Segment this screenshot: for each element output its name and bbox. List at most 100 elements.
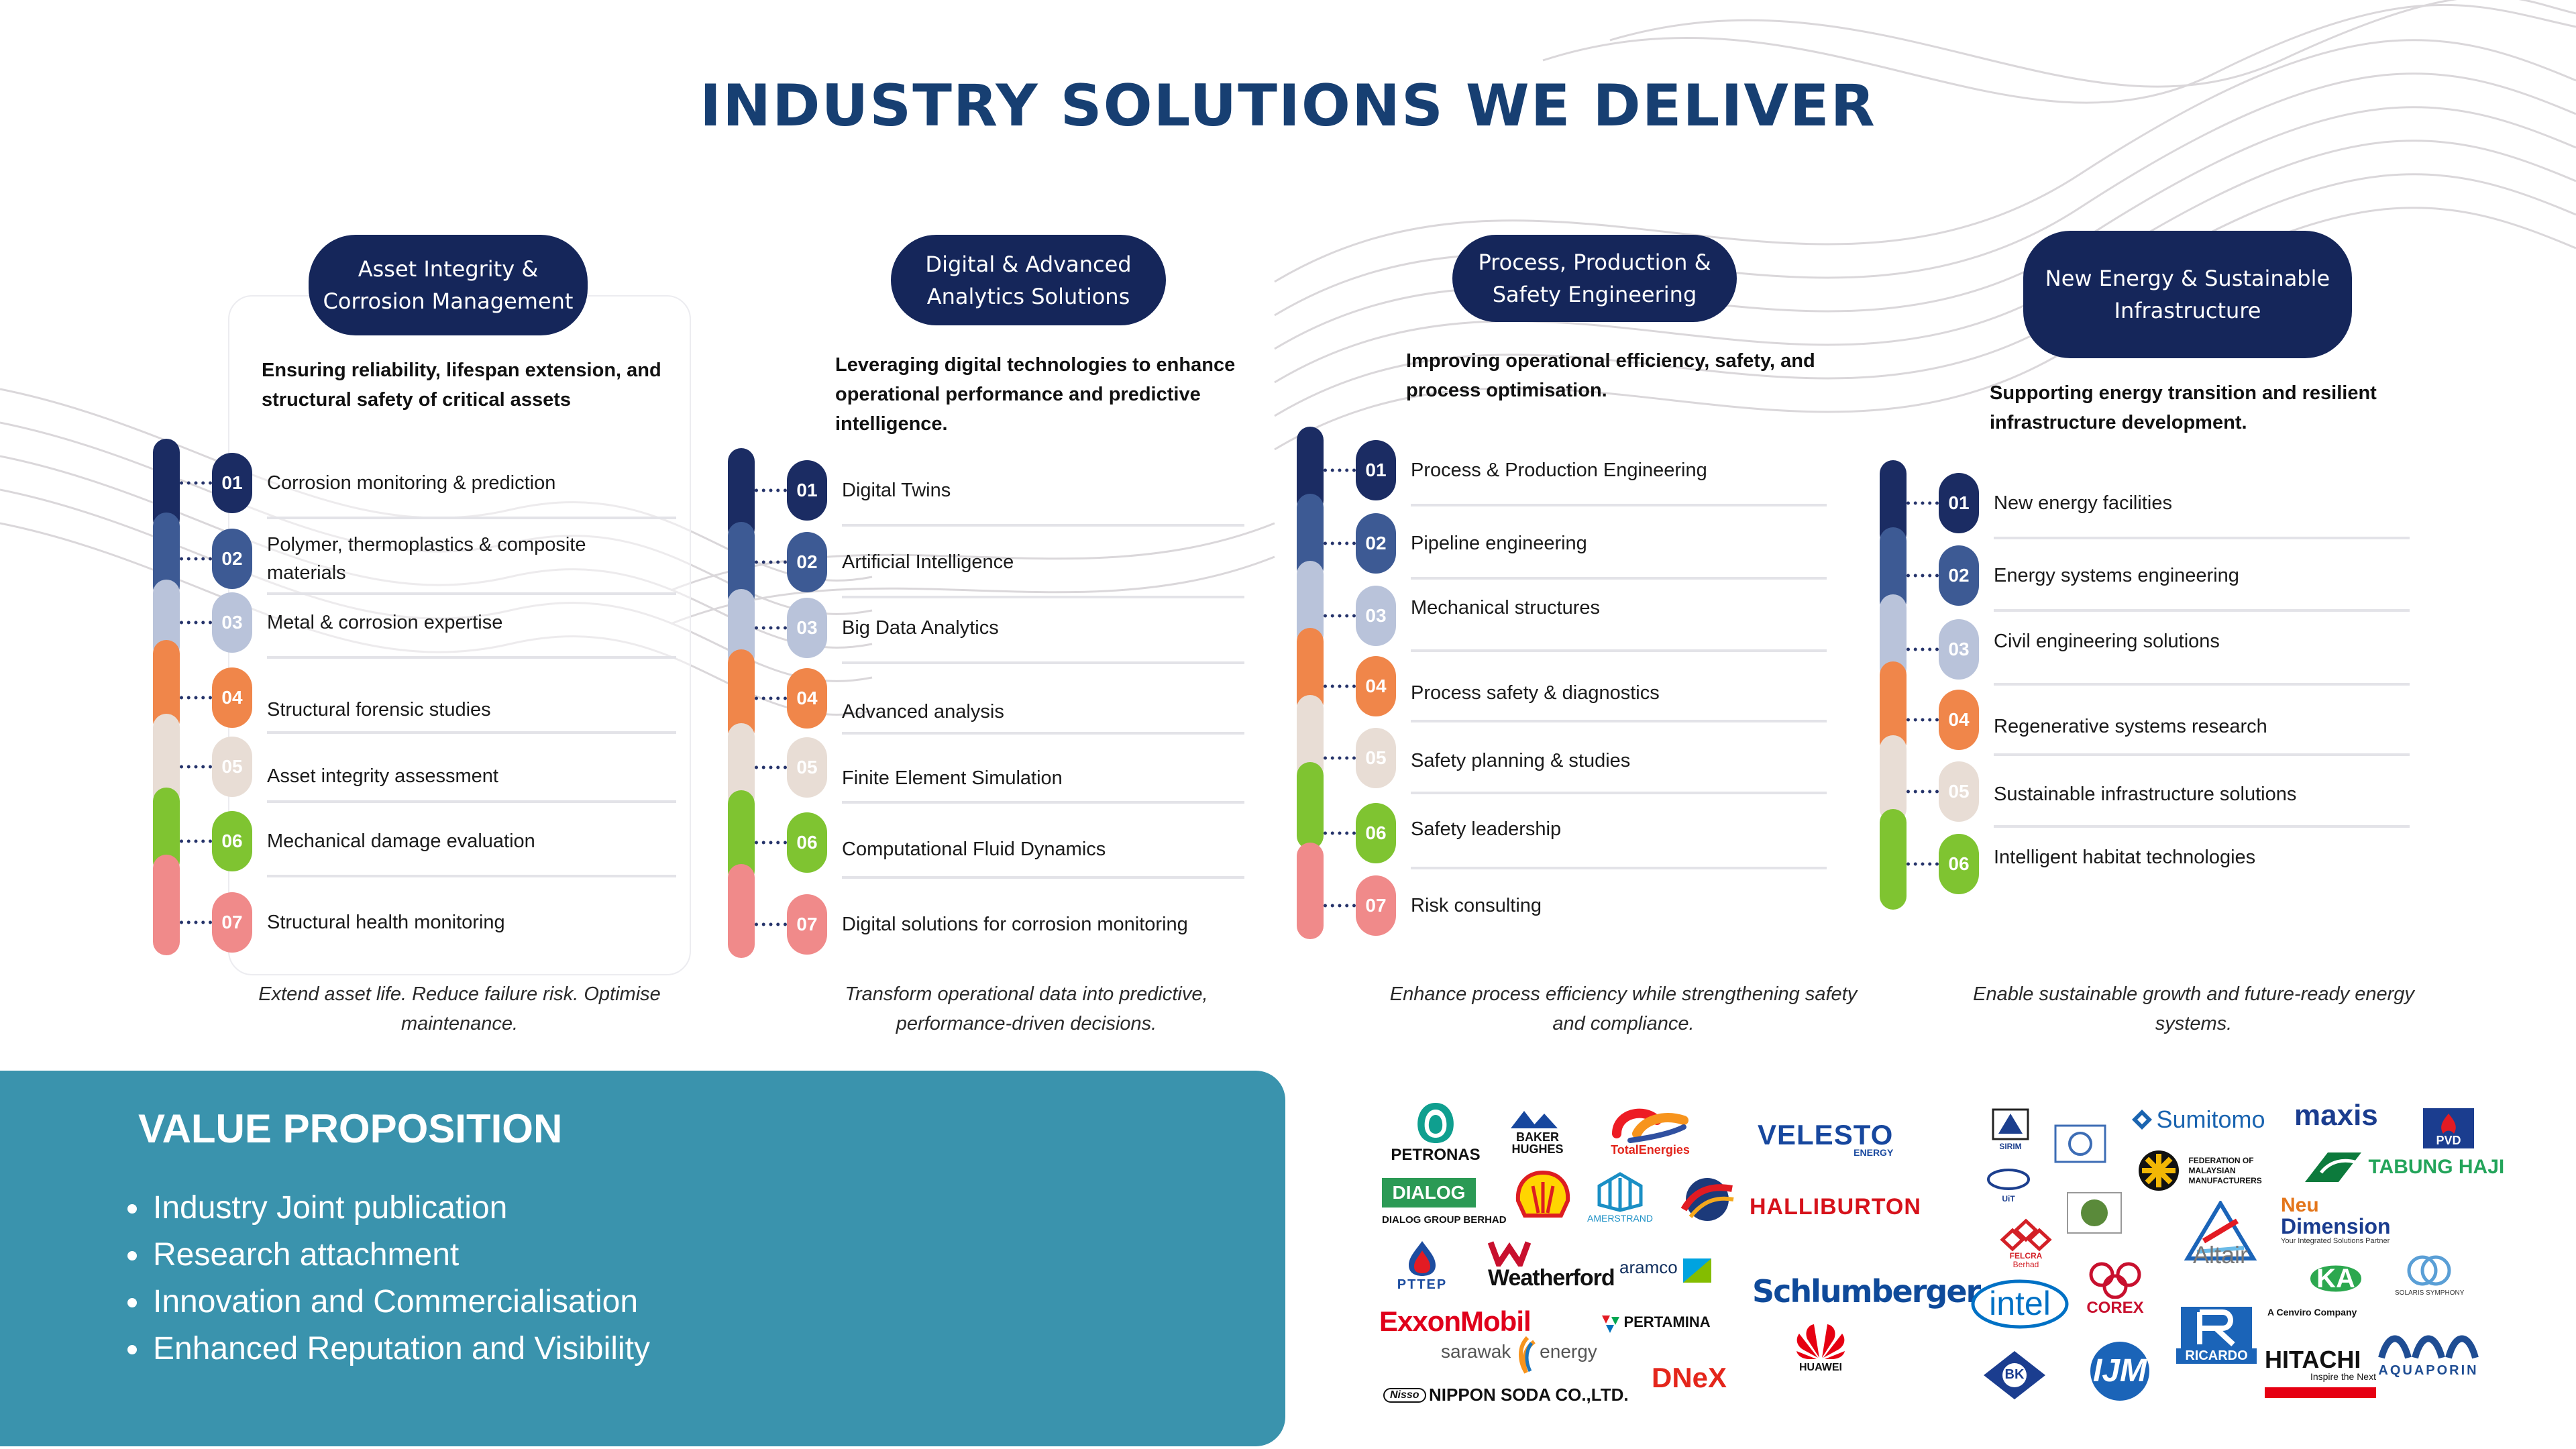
hitachi-logo: HITACHI Inspire the Next — [2265, 1346, 2376, 1398]
item-label: Metal & corrosion expertise — [267, 612, 503, 633]
item-label: Big Data Analytics — [842, 617, 999, 639]
totalenergies-emblem-icon — [1612, 1108, 1688, 1143]
connector-dots — [1324, 684, 1356, 688]
item-label: Structural health monitoring — [267, 912, 505, 933]
divider — [1411, 720, 1827, 722]
step-number: 01 — [787, 460, 827, 521]
column-1-footer: Extend asset life. Reduce failure risk. … — [258, 983, 661, 1034]
list-item: Enhanced Reputation and Visibility — [127, 1326, 650, 1373]
connector-dots — [1907, 574, 1939, 578]
connector-dots — [1907, 718, 1939, 722]
pertamina-emblem-icon — [1602, 1315, 1619, 1333]
institution-emblem-icon — [2054, 1124, 2106, 1163]
solaris-logo: SOLARIS SYMPHONY — [2395, 1252, 2464, 1297]
ricardo-emblem-icon — [2181, 1307, 2252, 1350]
divider — [1411, 792, 1827, 794]
list-item: 05 Sustainable infrastructure solutions — [1907, 761, 2410, 828]
divider — [267, 656, 676, 659]
column-1-step-bar — [153, 439, 180, 955]
list-item: 03 Big Data Analytics — [755, 598, 1244, 664]
item-label: Mechanical damage evaluation — [267, 830, 535, 852]
agency-emblem-icon — [2067, 1192, 2122, 1234]
list-item: 06 Safety leadership — [1324, 803, 1827, 869]
column-3-footer: Enhance process efficiency while strengt… — [1389, 983, 1858, 1034]
item-label: Risk consulting — [1411, 895, 1542, 916]
item-label: Regenerative systems research — [1994, 716, 2267, 737]
divider — [267, 875, 676, 877]
step-number: 06 — [212, 811, 252, 871]
column-3-step-bar — [1297, 427, 1324, 939]
intel-ring-icon — [1971, 1279, 2069, 1329]
pttep-logo: PTTEP — [1389, 1240, 1456, 1293]
list-item: Innovation and Commercialisation — [127, 1279, 650, 1326]
list-item: 07 Structural health monitoring — [180, 892, 676, 953]
connector-dots — [755, 560, 787, 564]
list-item: 04 Process safety & diagnostics — [1324, 656, 1827, 722]
item-label: Process & Production Engineering — [1411, 460, 1707, 481]
item-label: New energy facilities — [1994, 492, 2172, 514]
list-item: 04 Advanced analysis — [755, 668, 1244, 735]
divider — [842, 524, 1244, 527]
uit-emblem-icon — [1987, 1169, 2030, 1190]
list-item: 05 Safety planning & studies — [1324, 728, 1827, 794]
connector-dots — [1907, 790, 1939, 794]
step-number: 07 — [1356, 875, 1396, 936]
connector-dots — [1324, 614, 1356, 618]
item-label: Digital solutions for corrosion monitori… — [842, 914, 1188, 935]
connector-dots — [755, 696, 787, 700]
step-number: 05 — [1356, 728, 1396, 788]
shell-logo — [1513, 1169, 1573, 1222]
item-label: Pipeline engineering — [1411, 533, 1587, 554]
cenviro-logo: A Cenviro Company — [2267, 1307, 2357, 1318]
column-3-subtitle: Improving operational efficiency, safety… — [1406, 350, 1815, 401]
item-label: Finite Element Simulation — [842, 767, 1063, 789]
step-number: 03 — [787, 598, 827, 658]
item-label: Intelligent habitat technologies — [1994, 847, 2256, 868]
divider — [267, 731, 676, 734]
divider — [1411, 504, 1827, 506]
connector-dots — [1907, 862, 1939, 866]
item-label: Mechanical structures — [1411, 597, 1601, 619]
list-item: 07 Digital solutions for corrosion monit… — [755, 894, 1244, 955]
tabung-haji-emblem-icon — [2305, 1152, 2361, 1182]
hitachi-bar — [2265, 1387, 2376, 1398]
step-number: 01 — [1939, 473, 1979, 533]
list-item: 02 Polymer, thermoplastics & composite m… — [180, 529, 676, 595]
connector-dots — [755, 765, 787, 769]
petronas-emblem-icon — [1417, 1103, 1454, 1143]
amerstrand-logo: AMERSTRAND — [1570, 1171, 1670, 1224]
pttep-emblem-icon — [1409, 1241, 1436, 1276]
step-number: 01 — [212, 453, 252, 513]
step-number: 07 — [212, 892, 252, 953]
fmm-emblem-icon — [2139, 1150, 2179, 1191]
list-item: 04 Structural forensic studies — [180, 667, 676, 734]
connector-dots — [755, 626, 787, 630]
column-2-list: 01 Digital Twins 02 Artificial Intellige… — [755, 0, 1244, 973]
connector-dots — [1907, 501, 1939, 505]
item-label: Structural forensic studies — [267, 699, 491, 720]
list-item: Research attachment — [127, 1232, 650, 1279]
huawei-logo: HUAWEI — [1787, 1319, 1854, 1374]
sumitomo-emblem-icon — [2132, 1110, 2152, 1130]
column-2-step-bar — [728, 448, 755, 958]
list-item: 01 Digital Twins — [755, 460, 1244, 527]
column-1-list: 01 Corrosion monitoring & prediction 02 … — [180, 0, 676, 973]
velesto-logo: VELESTO ENERGY — [1758, 1119, 1894, 1158]
item-label: Computational Fluid Dynamics — [842, 839, 1106, 860]
step-number: 06 — [787, 812, 827, 873]
divider — [267, 517, 676, 519]
petronas-logo: PETRONAS — [1382, 1100, 1489, 1165]
divider — [1994, 825, 2410, 828]
bk-emblem-icon — [1984, 1351, 2045, 1399]
divider — [1994, 609, 2410, 612]
intel-logo: intel — [1970, 1277, 2070, 1331]
connector-dots — [180, 765, 212, 769]
divider — [842, 801, 1244, 804]
aquaporin-logo: AQUAPORIN — [2375, 1326, 2482, 1379]
weatherford-emblem-icon — [1488, 1241, 1531, 1267]
list-item: 06 Mechanical damage evaluation — [180, 811, 676, 877]
step-number: 02 — [1356, 513, 1396, 574]
connector-dots — [1324, 468, 1356, 472]
list-item: 05 Finite Element Simulation — [755, 737, 1244, 804]
